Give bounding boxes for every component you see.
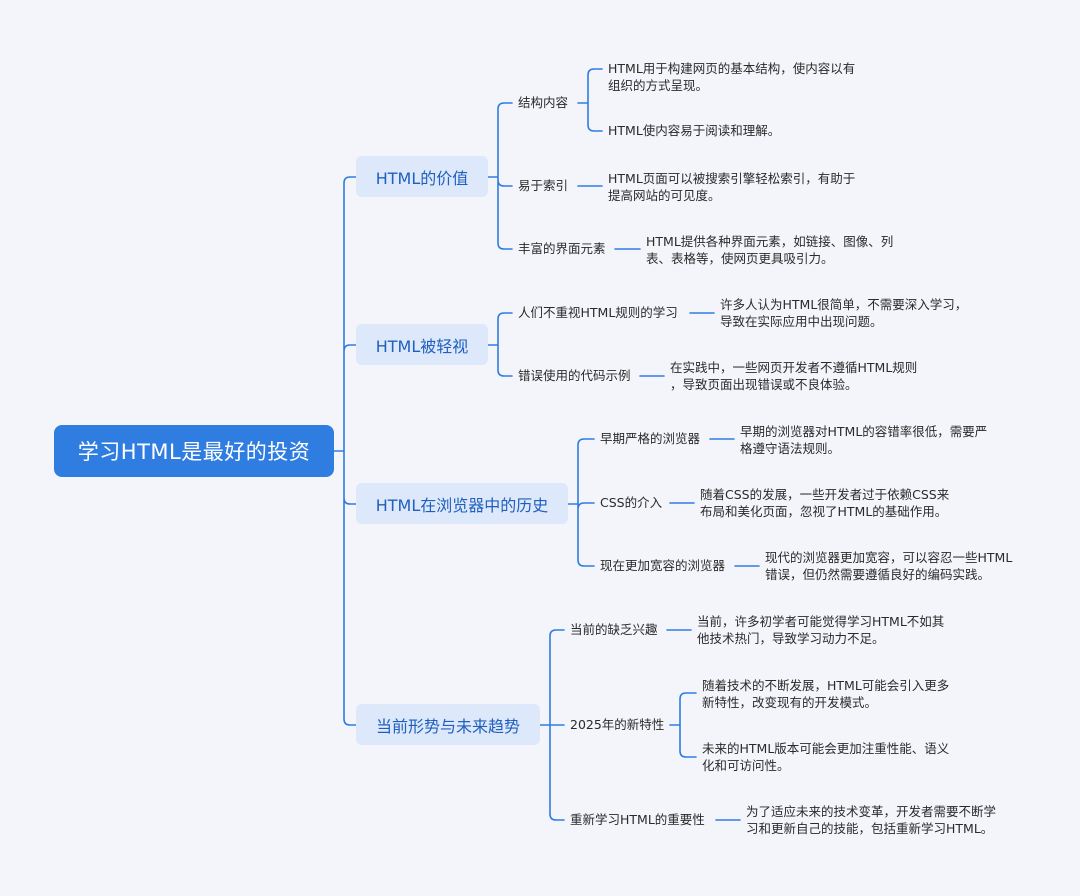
connector-html-undervalued <box>487 312 513 377</box>
branch-html-value[interactable]: HTML的价值 <box>356 156 488 197</box>
root-topic[interactable]: 学习HTML是最好的投资 <box>54 425 334 477</box>
subtopic-lack-of-interest[interactable]: 当前的缺乏兴趣 <box>570 622 658 637</box>
subtopic-structure[interactable]: 结构内容 <box>518 95 569 110</box>
branch-html-undervalued[interactable]: HTML被轻视 <box>356 324 488 365</box>
leaf-text: HTML用于构建网页的基本结构，使内容以有组织的方式呈现。 <box>608 61 856 93</box>
connector-current-future <box>539 629 565 821</box>
branch-html-browser-history[interactable]: HTML在浏览器中的历史 <box>356 483 568 524</box>
leaf-text: 随着CSS的发展，一些开发者过于依赖CSS来布局和美化页面，忽视了HTML的基础… <box>700 487 950 519</box>
connector-html-value <box>487 102 513 250</box>
leaf-text: 早期的浏览器对HTML的容错率很低，需要严格遵守语法规则。 <box>740 424 988 456</box>
subtopic-indexing[interactable]: 易于索引 <box>518 178 569 193</box>
subtopic-lenient-browsers[interactable]: 现在更加宽容的浏览器 <box>600 558 726 573</box>
connector-2025-features <box>669 692 697 758</box>
subtopic-ui-elements[interactable]: 丰富的界面元素 <box>518 241 606 256</box>
leaf-text: HTML使内容易于阅读和理解。 <box>608 123 781 138</box>
subtopic-rules-ignored[interactable]: 人们不重视HTML规则的学习 <box>518 305 678 320</box>
leaf-text: 为了适应未来的技术变革，开发者需要不断学习和更新自己的技能，包括重新学习HTML… <box>746 804 997 836</box>
subtopic-bad-examples[interactable]: 错误使用的代码示例 <box>518 368 631 383</box>
connector-structure <box>577 68 603 132</box>
leaf-text: 当前，许多初学者可能觉得学习HTML不如其他技术热门，导致学习动力不足。 <box>697 614 945 646</box>
subtopic-early-strict-browsers[interactable]: 早期严格的浏览器 <box>600 431 701 446</box>
leaf-text: 在实践中，一些网页开发者不遵循HTML规则，导致页面出现错误或不良体验。 <box>670 360 918 392</box>
leaf-text: 随着技术的不断发展，HTML可能会引入更多新特性，改变现有的开发模式。 <box>702 678 950 710</box>
subtopic-2025-features[interactable]: 2025年的新特性 <box>570 717 665 732</box>
subtopic-relearn-importance[interactable]: 重新学习HTML的重要性 <box>570 812 705 827</box>
root-connector <box>333 176 357 726</box>
leaf-text: HTML页面可以被搜索引擎轻松索引，有助于提高网站的可见度。 <box>608 171 856 203</box>
leaf-text: 未来的HTML版本可能会更加注重性能、语义化和可访问性。 <box>702 741 950 773</box>
connector-browser-history <box>567 438 595 567</box>
leaf-text: 许多人认为HTML很简单，不需要深入学习，导致在实际应用中出现问题。 <box>720 297 968 329</box>
branch-current-and-future[interactable]: 当前形势与未来趋势 <box>356 704 540 745</box>
subtopic-css-intervention[interactable]: CSS的介入 <box>600 495 663 510</box>
leaf-text: HTML提供各种界面元素，如链接、图像、列表、表格等，使网页更具吸引力。 <box>646 234 894 266</box>
